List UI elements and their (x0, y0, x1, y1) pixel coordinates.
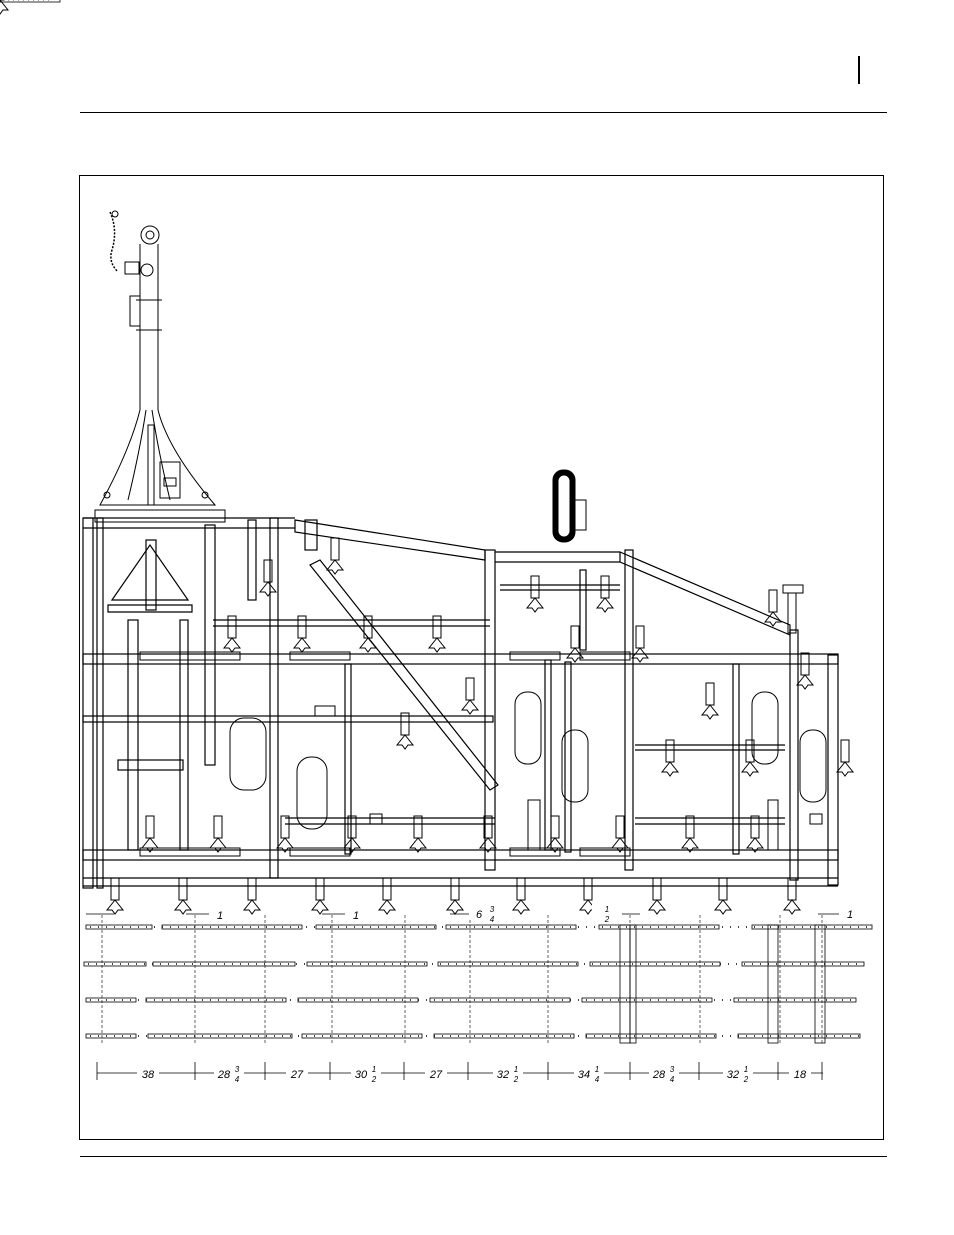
dimension-whole: 38 (142, 1069, 155, 1081)
dimension-numerator: 1 (514, 1065, 518, 1074)
dimension-numerator: 3 (670, 1065, 675, 1074)
dimension-whole: 1 (217, 910, 223, 922)
dimension-numerator: 3 (235, 1065, 240, 1074)
dimension-whole: 1 (847, 909, 853, 921)
dimension-numerator: 1 (744, 1065, 748, 1074)
dimension-whole: 27 (429, 1069, 443, 1081)
dimension-denominator: 4 (490, 915, 495, 924)
dimension-whole: 30 (355, 1069, 368, 1081)
dimension-denominator: 2 (513, 1075, 519, 1084)
dimension-denominator: 2 (743, 1075, 749, 1084)
dimension-denominator: 4 (670, 1075, 675, 1084)
dimension-whole: 18 (794, 1069, 807, 1081)
hydraulic-cylinders (140, 652, 822, 856)
dimension-numerator: 1 (605, 905, 609, 914)
dimension-numerator: 3 (490, 905, 495, 914)
row-spacing-dimension-line (97, 1062, 823, 1080)
dimension-denominator: 2 (604, 915, 610, 924)
dimension-denominator: 4 (595, 1075, 600, 1084)
dimension-whole: 34 (578, 1069, 590, 1081)
hitch-tongue (95, 211, 225, 522)
dimension-whole: 32 (727, 1069, 739, 1081)
main-frame (83, 518, 838, 888)
dimension-whole: 27 (290, 1069, 304, 1081)
footer-rule (80, 1156, 887, 1157)
dimension-denominator: 2 (371, 1075, 377, 1084)
dimension-whole: 6 (476, 909, 483, 921)
dimension-denominator: 4 (235, 1075, 240, 1084)
dimension-whole: 32 (497, 1069, 509, 1081)
dimension-whole: 1 (353, 910, 359, 922)
projection-lines (102, 915, 822, 1045)
dimension-whole: 28 (652, 1069, 666, 1081)
dimension-numerator: 1 (595, 1065, 599, 1074)
dimension-whole: 28 (217, 1069, 231, 1081)
dimension-label-bg (469, 904, 499, 920)
dimension-numerator: 1 (372, 1065, 376, 1074)
